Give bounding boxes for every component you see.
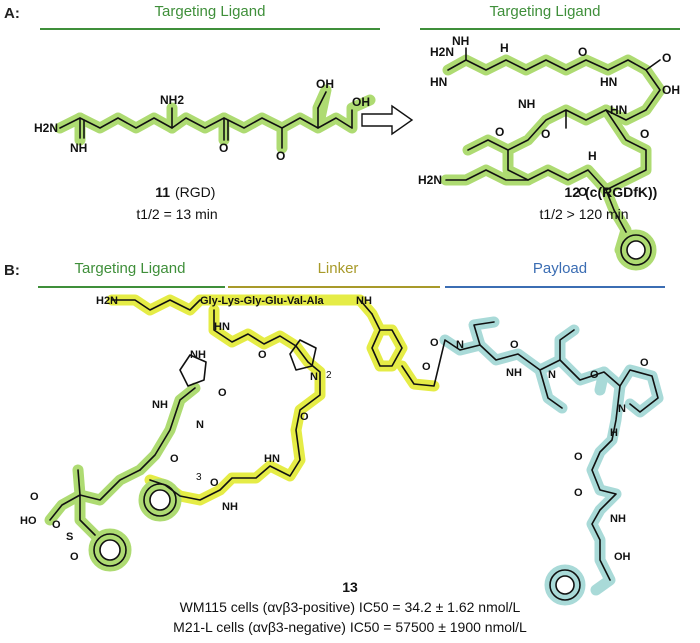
atom-o: O	[170, 453, 179, 465]
atom-nh2: NH2	[160, 93, 184, 107]
compound-12-number: 12	[564, 184, 580, 200]
atom-o: O	[574, 487, 583, 499]
atom-o: O	[30, 491, 39, 503]
atom-ho: HO	[20, 515, 37, 527]
region-linker-title: Linker	[318, 260, 359, 277]
subscript-2: 2	[326, 370, 332, 381]
subscript-3: 3	[196, 472, 202, 483]
compound-13-structure	[49, 299, 659, 601]
atom-nh: NH	[506, 367, 522, 379]
region-ligand-title: Targeting Ligand	[75, 260, 186, 277]
compound-11-name: (RGD)	[175, 184, 215, 200]
panel-a-label: A:	[4, 5, 20, 22]
atom-oh: OH	[614, 551, 631, 563]
atom-o: O	[258, 349, 267, 361]
compound-11-number: 11	[155, 184, 170, 200]
atom-nh: NH	[190, 349, 206, 361]
compound-11-half-life: t1/2 = 13 min	[136, 206, 217, 222]
compound-12-name: (c(RGDfK))	[585, 184, 657, 200]
atom-o: O	[218, 387, 227, 399]
atom-hn: HN	[430, 75, 447, 89]
atom-h2n: H2N	[430, 45, 454, 59]
peptide-sequence: Gly-Lys-Gly-Glu-Val-Ala	[200, 295, 325, 307]
atom-o: O	[578, 45, 587, 59]
atom-o: O	[662, 51, 671, 65]
atom-n: N	[196, 419, 204, 431]
atom-nh: NH	[356, 295, 372, 307]
atom-n: N	[548, 369, 556, 381]
atom-s: S	[66, 531, 73, 543]
atom-o: O	[276, 149, 285, 163]
atom-nh: NH	[152, 399, 168, 411]
atom-nh: NH	[452, 34, 469, 48]
panel-a-right-title: Targeting Ligand	[490, 3, 601, 20]
result-m21l: M21-L cells (αvβ3-negative) IC50 = 57500…	[173, 619, 527, 635]
atom-oh: OH	[316, 77, 334, 91]
panel-b-label: B:	[4, 262, 20, 279]
atom-o: O	[640, 127, 649, 141]
atom-h2n: H2N	[418, 173, 442, 187]
atom-oh: OH	[662, 83, 680, 97]
atom-h2n: H2N	[34, 121, 58, 135]
atom-o: O	[70, 551, 79, 563]
atom-nh: NH	[518, 97, 535, 111]
atom-o: O	[574, 451, 583, 463]
atom-oh: OH	[352, 95, 370, 109]
atom-o: O	[210, 477, 219, 489]
atom-hn: HN	[600, 75, 617, 89]
atom-o: O	[590, 369, 599, 381]
compound-13-number: 13	[342, 579, 358, 595]
atom-nh: NH	[610, 513, 626, 525]
atom-o: O	[541, 127, 550, 141]
compound-11-structure: H2N NH NH2 O O OH OH	[34, 77, 376, 163]
atom-nh: NH	[70, 141, 87, 155]
atom-n: N	[618, 403, 626, 415]
atom-h: H	[610, 427, 618, 439]
atom-o: O	[510, 339, 519, 351]
atom-o: O	[430, 337, 439, 349]
compound-12-structure: H2N HN NH H O HN O OH NH HN O O H O O H2…	[418, 34, 680, 271]
atom-n: N	[456, 339, 464, 351]
atom-o: O	[422, 361, 431, 373]
atom-h: H	[500, 41, 509, 55]
atom-hn: HN	[264, 453, 280, 465]
panel-a-left-title: Targeting Ligand	[155, 3, 266, 20]
transform-arrow	[361, 104, 414, 136]
compound-12-half-life: t1/2 > 120 min	[539, 206, 628, 222]
atom-o: O	[219, 141, 228, 155]
atom-o: O	[578, 185, 587, 199]
atom-o: O	[300, 411, 309, 423]
atom-h2n: H2N	[96, 295, 118, 307]
atom-h: H	[588, 149, 597, 163]
result-wm115: WM115 cells (αvβ3-positive) IC50 = 34.2 …	[180, 599, 521, 615]
atom-o: O	[495, 125, 504, 139]
atom-hn: HN	[610, 103, 627, 117]
atom-hn: HN	[214, 321, 230, 333]
atom-nh: NH	[222, 501, 238, 513]
atom-n: N	[310, 371, 318, 383]
region-payload-title: Payload	[533, 260, 587, 277]
atom-o: O	[640, 357, 649, 369]
atom-o: O	[52, 519, 61, 531]
